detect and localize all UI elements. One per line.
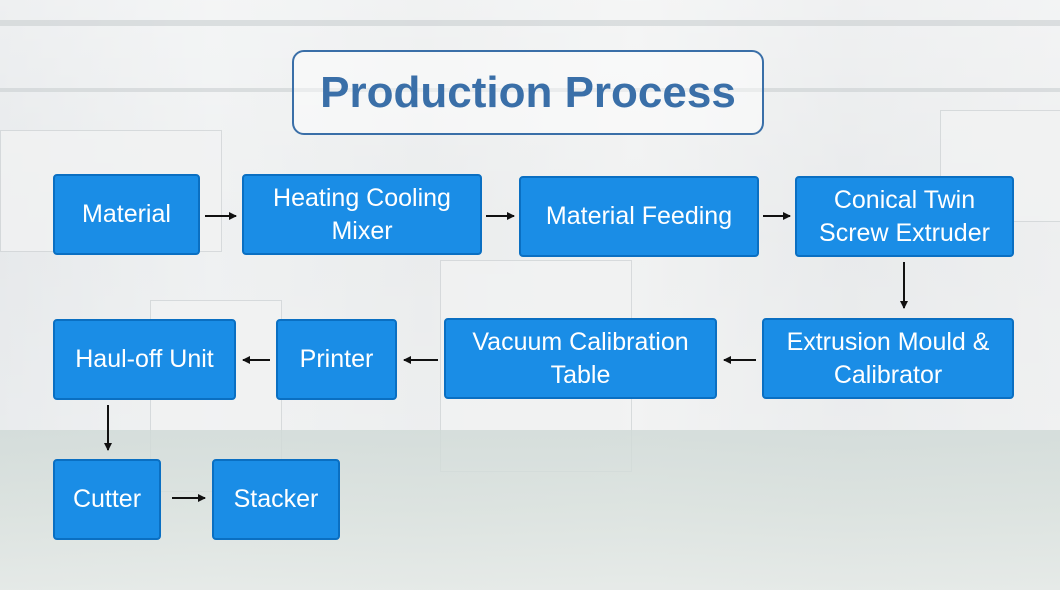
step-material-feeding: Material Feeding: [519, 176, 759, 257]
step-cutter: Cutter: [53, 459, 161, 540]
step-printer: Printer: [276, 319, 397, 400]
step-material: Material: [53, 174, 200, 255]
step-vacuum-calibration-table: Vacuum Calibration Table: [444, 318, 717, 399]
title-box: Production Process: [292, 50, 764, 135]
step-heating-cooling-mixer: Heating Cooling Mixer: [242, 174, 482, 255]
background-floor: [0, 430, 1060, 590]
background-beam: [0, 20, 1060, 26]
step-extrusion-mould-calibrator: Extrusion Mould & Calibrator: [762, 318, 1014, 399]
step-conical-twin-screw-extruder: Conical Twin Screw Extruder: [795, 176, 1014, 257]
background-beam: [0, 88, 1060, 92]
page-title: Production Process: [320, 67, 736, 117]
step-stacker: Stacker: [212, 459, 340, 540]
step-haul-off-unit: Haul-off Unit: [53, 319, 236, 400]
